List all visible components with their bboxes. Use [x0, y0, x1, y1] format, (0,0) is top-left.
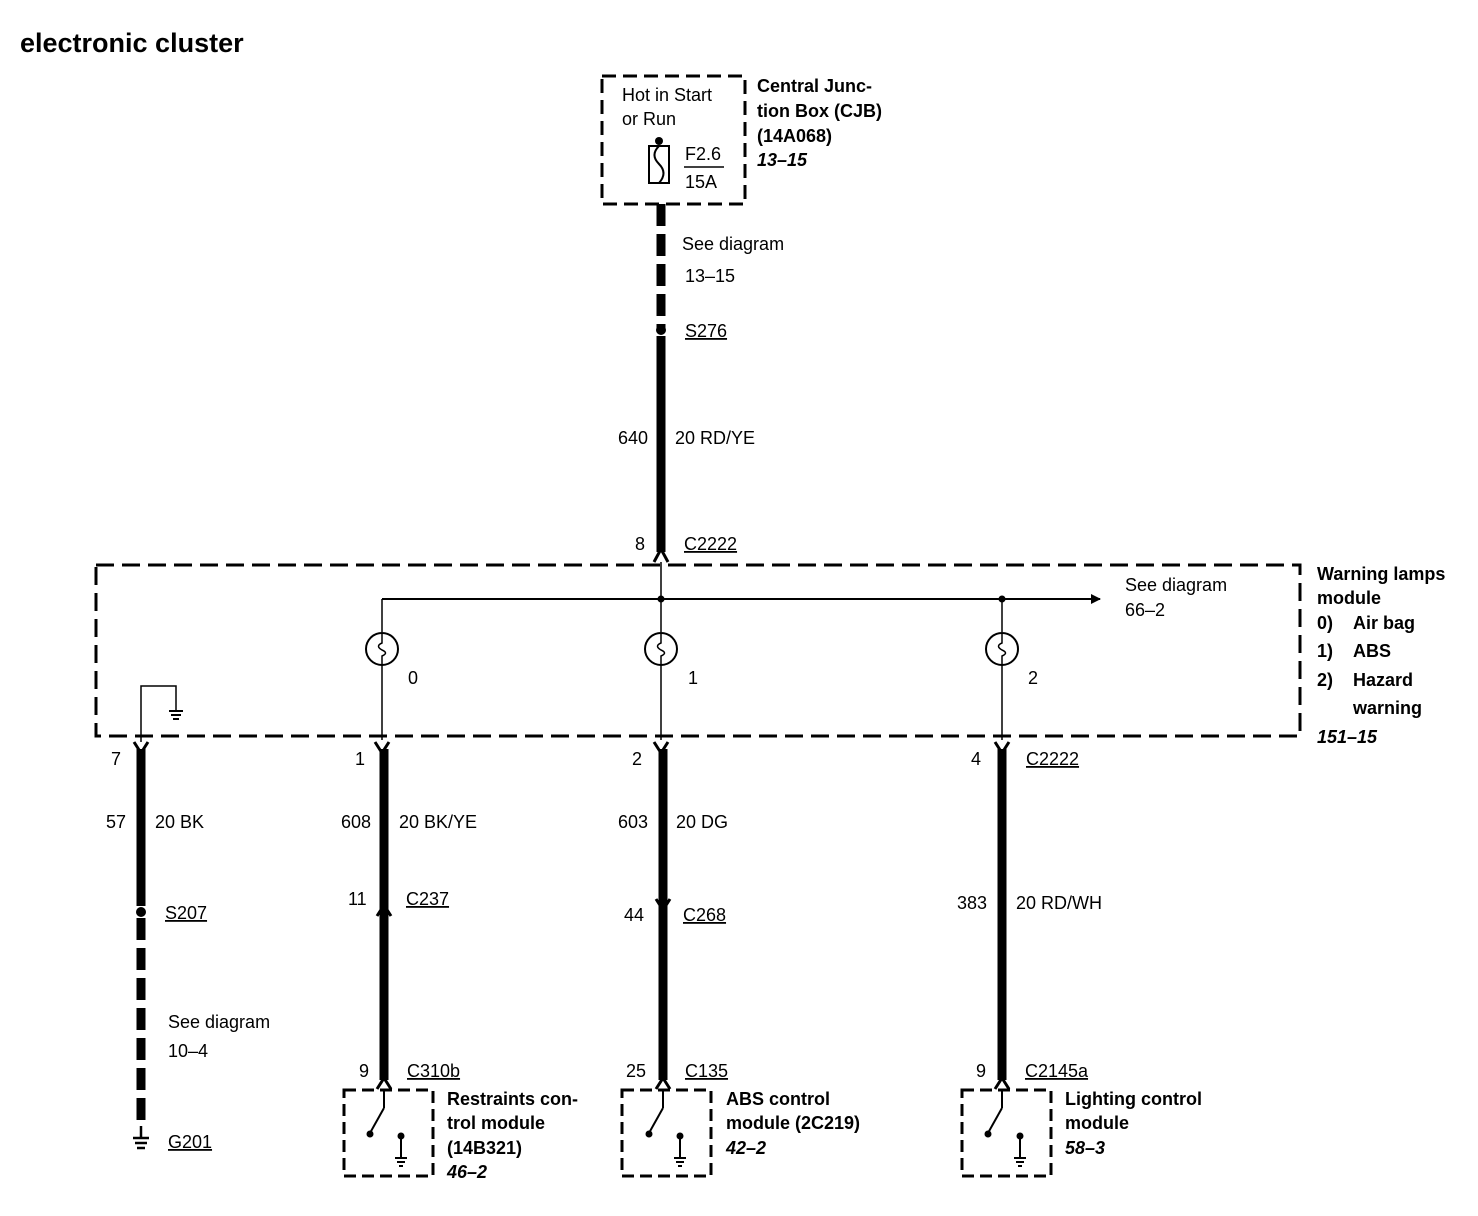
- airbag-wire-color: 20 BK/YE: [399, 812, 477, 832]
- feed-connector: C2222: [684, 534, 737, 554]
- ground-wire-color: 20 BK: [155, 812, 204, 832]
- lamp-list-name-0: Air bag: [1353, 613, 1415, 633]
- splice-s207: [136, 907, 146, 917]
- abs-circuit: 603: [618, 812, 648, 832]
- cjb-name: Central Junc-: [757, 76, 872, 96]
- cjb-power-label-2: or Run: [622, 109, 676, 129]
- airbag-inline-connector: C237: [406, 889, 449, 909]
- fuse-element: [653, 145, 665, 184]
- restraints-module-ref: 46–2: [446, 1162, 487, 1182]
- connector-c2145a-icon: [993, 1075, 1011, 1090]
- lighting-module-ref: 58–3: [1065, 1138, 1105, 1158]
- cjb-power-label: Hot in Start: [622, 85, 712, 105]
- abs-end-pin: 25: [626, 1061, 646, 1081]
- module-bottom-connector: C2222: [1026, 749, 1079, 769]
- lamp-list-num-2: 2): [1317, 670, 1333, 690]
- abs-module-box: [620, 1088, 713, 1178]
- hazard-end-connector: C2145a: [1025, 1061, 1089, 1081]
- cjb-ref: 13–15: [757, 150, 808, 170]
- abs-module-name-2: module (2C219): [726, 1113, 860, 1133]
- splice-label-s276: S276: [685, 321, 727, 341]
- airbag-end-connector: C310b: [407, 1061, 460, 1081]
- feed-circuit: 640: [618, 428, 648, 448]
- airbag-end-pin: 9: [359, 1061, 369, 1081]
- lighting-switch-icon: [984, 1090, 1026, 1167]
- abs-wire-color: 20 DG: [676, 812, 728, 832]
- abs-module-name: ABS control: [726, 1089, 830, 1109]
- lamp-1-label: 1: [688, 668, 698, 688]
- ground-see-diagram: See diagram: [168, 1012, 270, 1032]
- warning-lamps-module-box: [94, 563, 1302, 738]
- lighting-module-box: [960, 1088, 1053, 1178]
- cjb-part: (14A068): [757, 126, 832, 146]
- module-ground-icon: [169, 710, 183, 720]
- hazard-wire-color: 20 RD/WH: [1016, 893, 1102, 913]
- hazard-circuit: 383: [957, 893, 987, 913]
- bus-see-ref: 66–2: [1125, 600, 1165, 620]
- lamp-list-num-1: 1): [1317, 641, 1333, 661]
- fuse-name: F2.6: [685, 144, 721, 164]
- feed-see-diagram: See diagram: [682, 234, 784, 254]
- hazard-end-pin: 9: [976, 1061, 986, 1081]
- lighting-module-name-2: module: [1065, 1113, 1129, 1133]
- lamp-1-icon: [644, 632, 678, 666]
- feed-pin: 8: [635, 534, 645, 554]
- ground-g201-icon: [133, 1126, 149, 1150]
- ground-pin: 7: [111, 749, 121, 769]
- abs-inline-connector: C268: [683, 905, 726, 925]
- lamp-list-name-1: ABS: [1353, 641, 1391, 661]
- airbag-circuit: 608: [341, 812, 371, 832]
- module-name: Warning lamps: [1317, 564, 1445, 584]
- splice-label-s207: S207: [165, 903, 207, 923]
- restraints-module-name: Restraints con-: [447, 1089, 578, 1109]
- lamp-list-num-0: 0): [1317, 613, 1333, 633]
- lamp-0-icon: [365, 632, 399, 666]
- airbag-inline-pin: 11: [348, 889, 367, 909]
- restraints-switch-icon: [366, 1090, 407, 1167]
- module-internal-ground-wire: [140, 685, 177, 742]
- connector-c310b-icon: [375, 1075, 393, 1090]
- connector-c2222-top-icon: [652, 545, 670, 563]
- restraints-module-box: [342, 1088, 435, 1178]
- connector-c268-icon: [654, 898, 672, 913]
- ground-see-ref: 10–4: [168, 1041, 208, 1061]
- page-title: electronic cluster: [20, 28, 244, 58]
- abs-pin: 2: [632, 749, 642, 769]
- fuse-rating: 15A: [685, 172, 717, 192]
- ground-label-g201: G201: [168, 1132, 212, 1152]
- lamp-list-name-2: Hazard: [1353, 670, 1413, 690]
- lamp-0-label: 0: [408, 668, 418, 688]
- hazard-pin: 4: [971, 749, 981, 769]
- splice-s276: [656, 325, 666, 335]
- bus-see-diagram: See diagram: [1125, 575, 1227, 595]
- restraints-module-name-2: trol module: [447, 1113, 545, 1133]
- module-name-2: module: [1317, 588, 1381, 608]
- connector-c135-icon: [654, 1075, 672, 1090]
- fuse-terminal: [655, 137, 663, 145]
- lamp-2-icon: [985, 632, 1019, 666]
- cjb-name-2: tion Box (CJB): [757, 101, 882, 121]
- feed-wire-color: 20 RD/YE: [675, 428, 755, 448]
- restraints-module-part: (14B321): [447, 1138, 522, 1158]
- bus-junction-1: [657, 595, 665, 603]
- module-ref: 151–15: [1317, 727, 1378, 747]
- lamp-list-name-2b: warning: [1352, 698, 1422, 718]
- lighting-module-name: Lighting control: [1065, 1089, 1202, 1109]
- connector-c237-icon: [375, 902, 393, 917]
- airbag-pin: 1: [355, 749, 365, 769]
- abs-module-ref: 42–2: [725, 1138, 766, 1158]
- abs-switch-icon: [645, 1090, 686, 1167]
- cjb-box: [600, 74, 747, 206]
- ground-circuit: 57: [106, 812, 126, 832]
- abs-end-connector: C135: [685, 1061, 728, 1081]
- abs-inline-pin: 44: [624, 905, 644, 925]
- feed-see-ref: 13–15: [685, 266, 735, 286]
- lamp-2-label: 2: [1028, 668, 1038, 688]
